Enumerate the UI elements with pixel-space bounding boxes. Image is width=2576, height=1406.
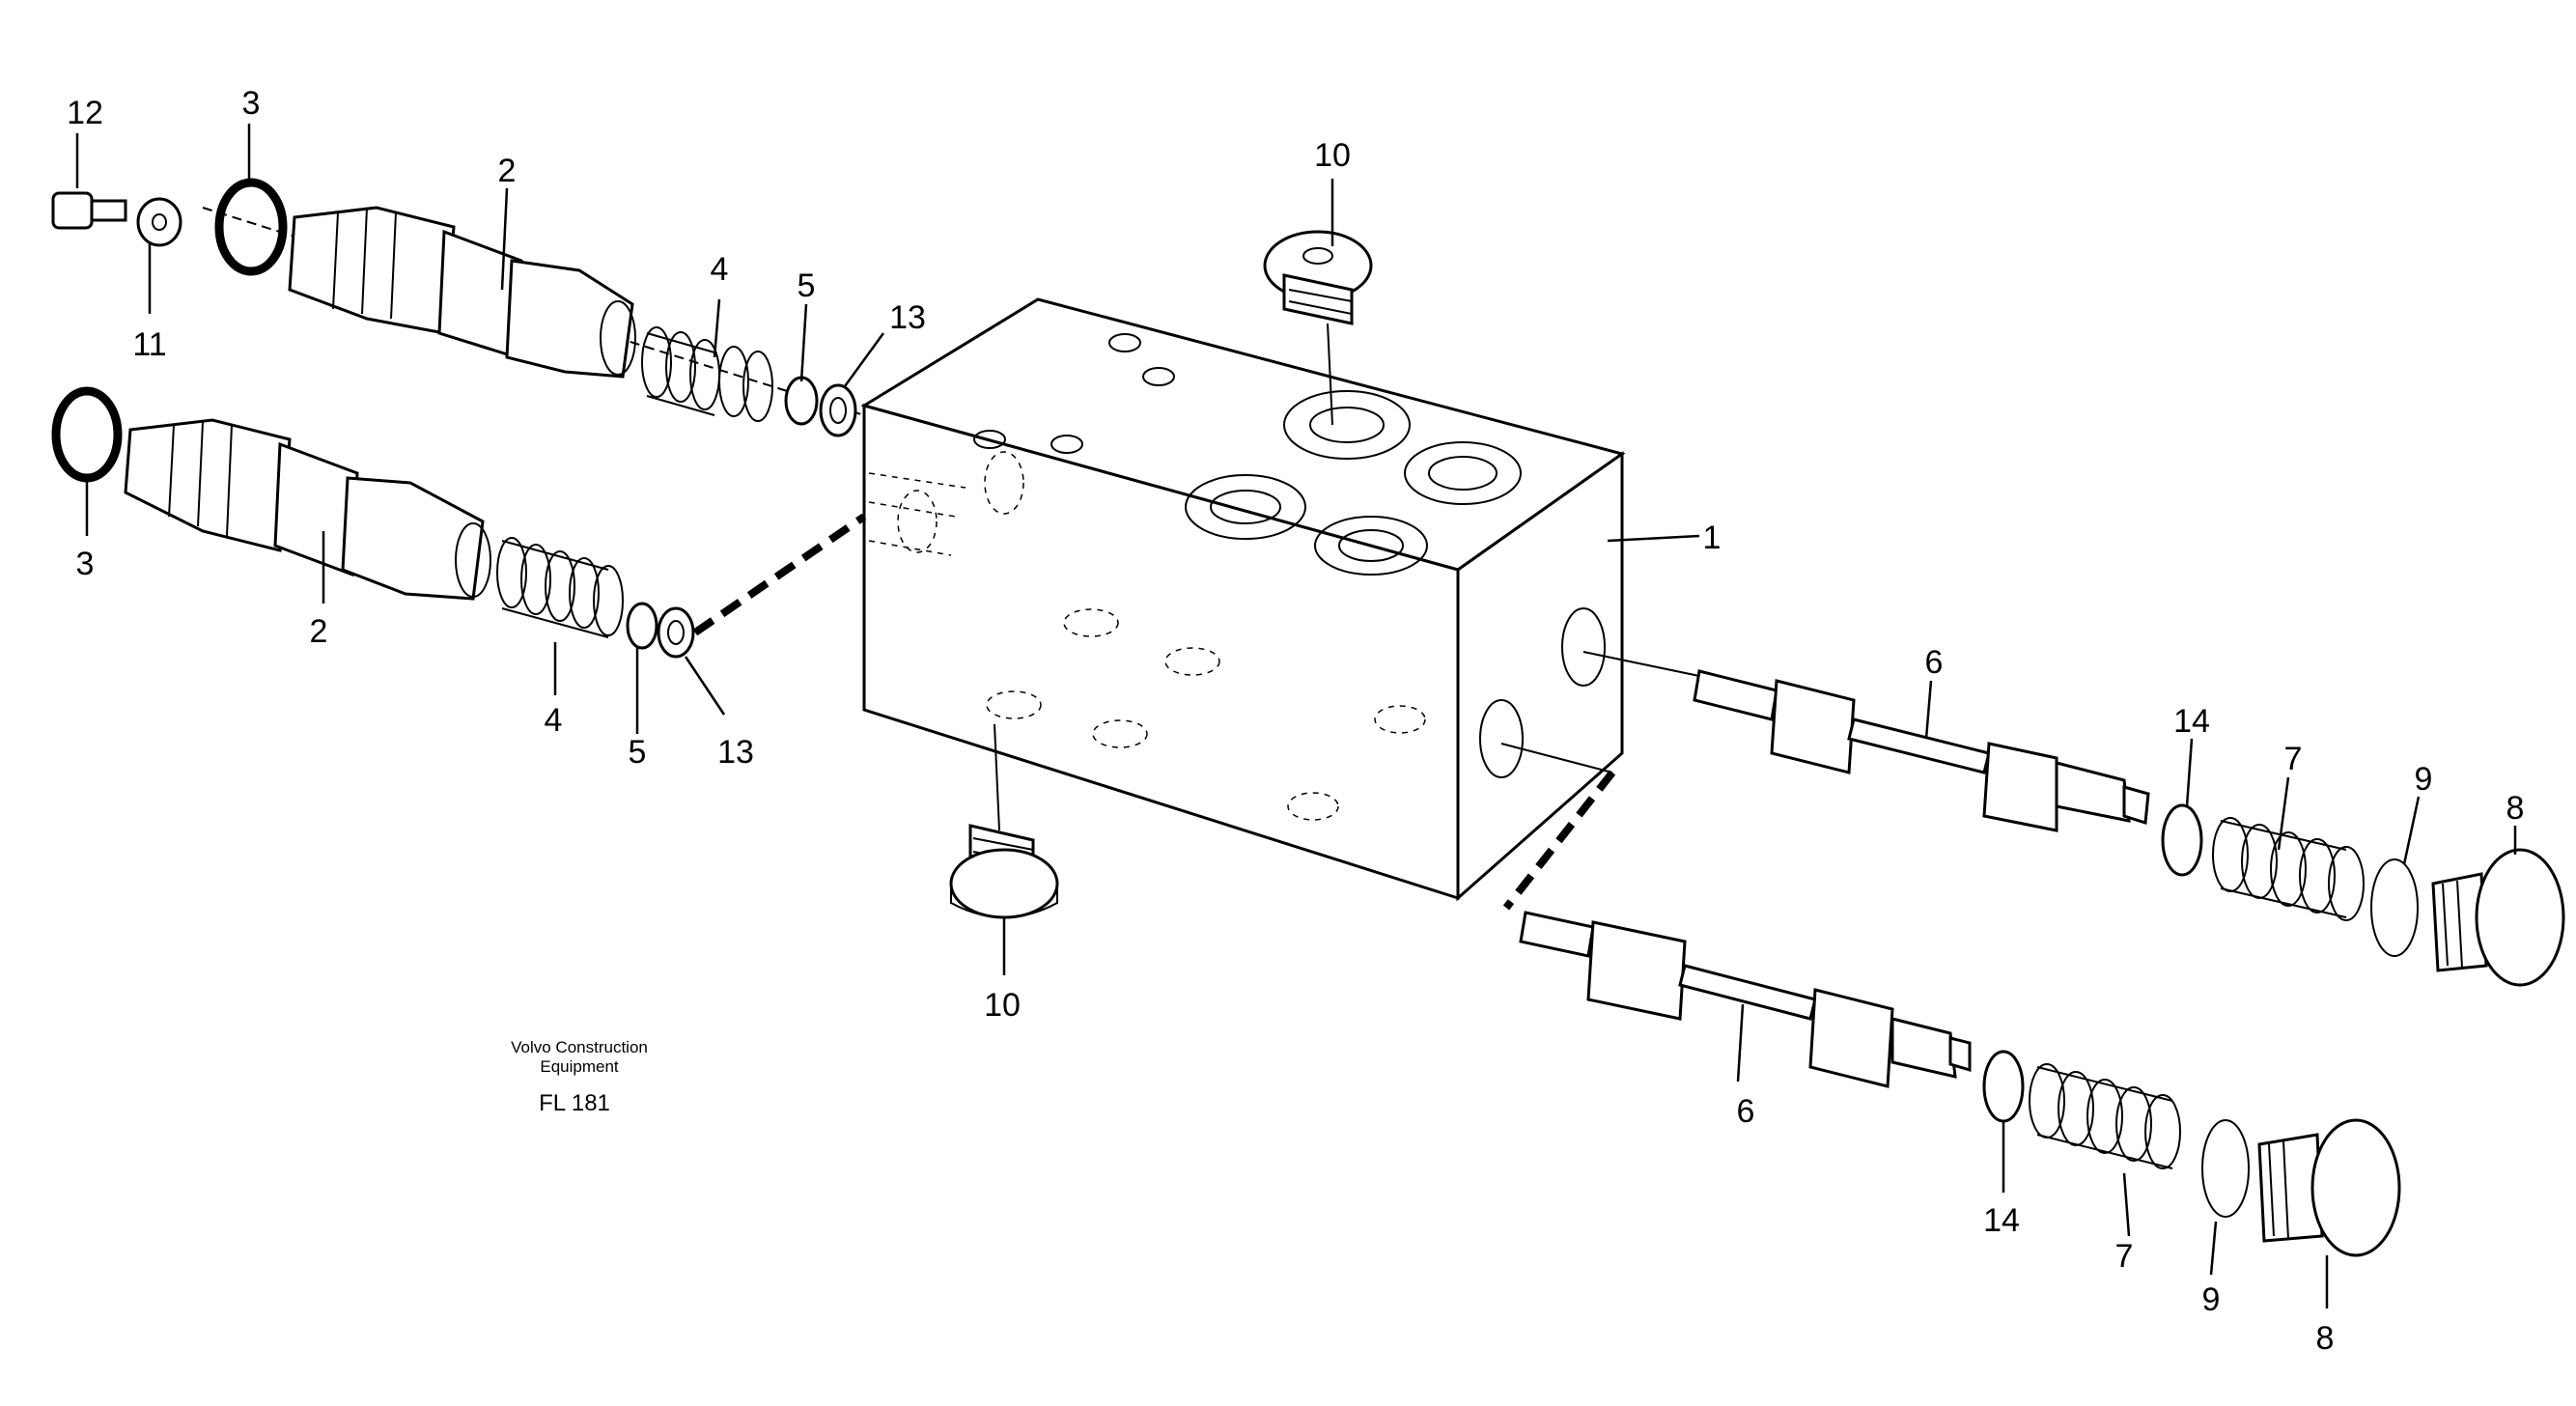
label-2: 2 — [310, 613, 328, 650]
upper-right-spool-assembly — [1582, 651, 2565, 987]
label-5: 5 — [629, 734, 647, 771]
upper-left-valve-assembly — [51, 178, 865, 437]
inscription-line1: Volvo Construction — [511, 1038, 648, 1056]
plug-top — [1263, 230, 1373, 426]
label-7: 7 — [2115, 1238, 2134, 1275]
label-13: 13 — [889, 299, 926, 336]
label-8: 8 — [2506, 790, 2525, 827]
leader-lines — [75, 124, 2517, 1308]
label-11: 11 — [132, 326, 166, 363]
label-13: 13 — [717, 734, 754, 771]
label-6: 6 — [1737, 1093, 1755, 1130]
part-labels: 12 3 2 11 4 5 13 10 3 2 4 5 13 1 6 14 7 … — [67, 85, 2524, 1357]
label-9: 9 — [2415, 761, 2433, 798]
label-14: 14 — [2173, 703, 2210, 740]
label-10: 10 — [1314, 137, 1351, 174]
drawing-code: FL 181 — [539, 1090, 610, 1116]
label-2: 2 — [498, 153, 517, 189]
label-3: 3 — [76, 546, 95, 582]
label-4: 4 — [711, 251, 729, 288]
drawing-inscription: Volvo Construction Equipment FL 181 — [511, 1038, 648, 1116]
label-8: 8 — [2316, 1320, 2335, 1357]
inscription-line2: Equipment — [540, 1057, 619, 1076]
valve-block — [860, 297, 1626, 902]
label-14: 14 — [1983, 1202, 2020, 1239]
label-9: 9 — [2202, 1281, 2221, 1318]
label-12: 12 — [67, 95, 103, 131]
label-4: 4 — [545, 702, 563, 739]
label-3: 3 — [242, 85, 261, 122]
label-5: 5 — [798, 267, 816, 304]
lower-left-valve-assembly — [51, 386, 867, 659]
label-6: 6 — [1925, 644, 1944, 681]
label-7: 7 — [2284, 741, 2303, 777]
lower-right-spool-assembly — [1500, 743, 2401, 1257]
label-1: 1 — [1703, 520, 1722, 556]
label-10: 10 — [984, 987, 1021, 1024]
